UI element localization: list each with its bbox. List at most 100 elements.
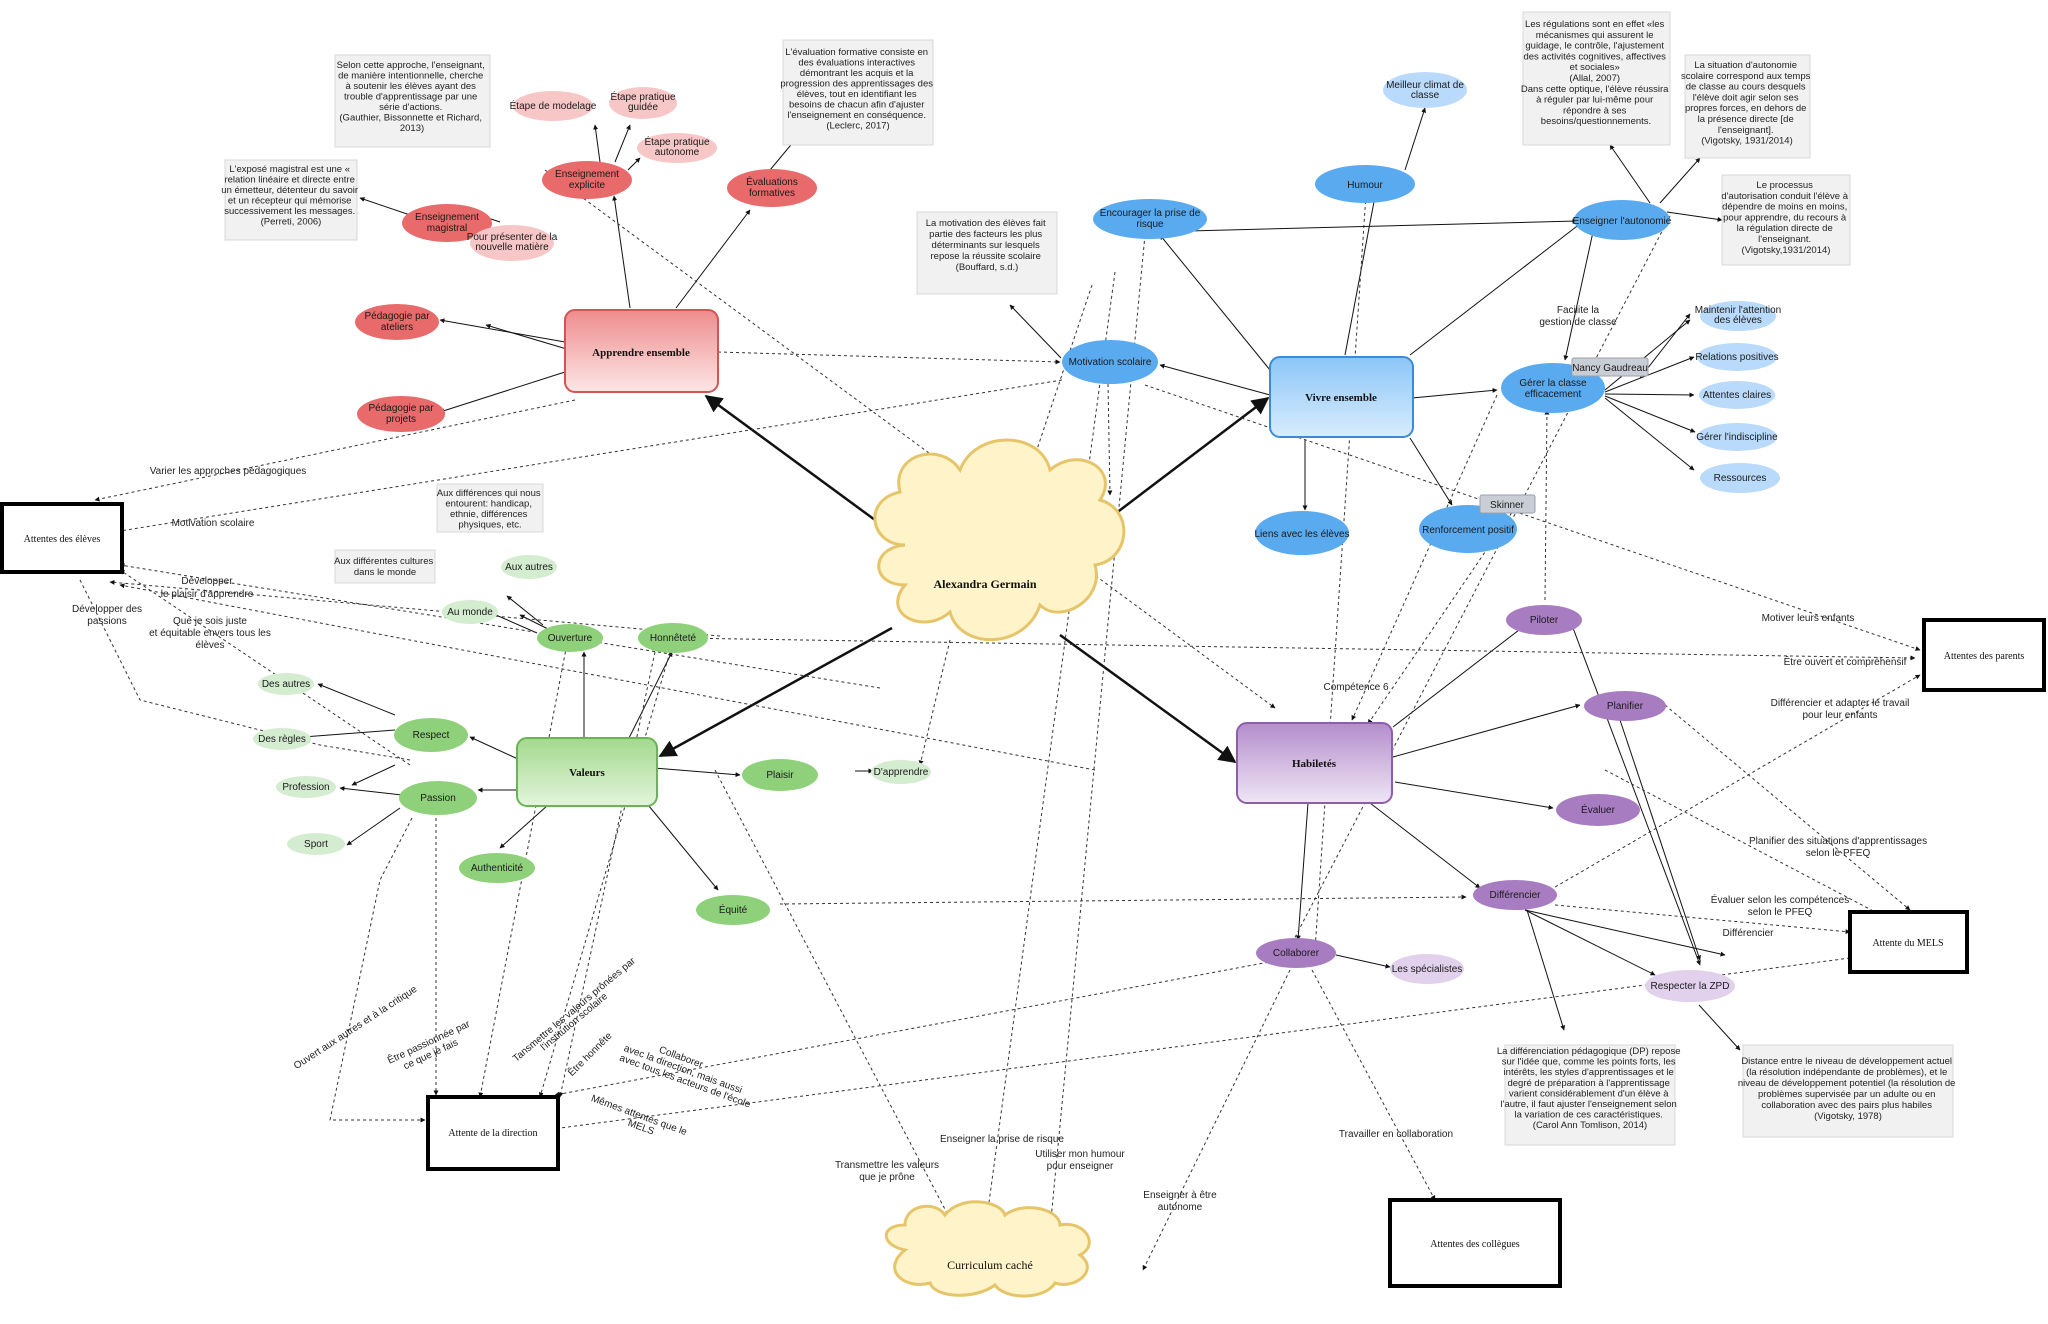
svg-text:Passion: Passion: [420, 793, 456, 804]
center-label: Alexandra Germain: [934, 577, 1037, 591]
note-gauthier: Selon cette approche, l'enseignant, de m…: [334, 54, 491, 148]
svg-text:Skinner: Skinner: [1490, 500, 1525, 511]
node-dapprendre: D'apprendre: [871, 760, 931, 784]
expectation-eleves[interactable]: Attentes des élèves: [0, 502, 124, 574]
svg-text:Habiletés: Habiletés: [1292, 758, 1337, 770]
svg-text:La motivation des élèves fait: La motivation des élèves fait partie des…: [926, 218, 1049, 273]
svg-text:Attentes claires: Attentes claires: [1703, 390, 1771, 401]
svg-text:La différenciation pédagogique: La différenciation pédagogique (DP) repo…: [1497, 1046, 1683, 1131]
node-aux-autres: Aux autres: [501, 555, 557, 579]
node-collaborer: Collaborer: [1256, 938, 1336, 968]
edge-label-transmettre-1: Transmettre les valeurs: [835, 1160, 939, 1171]
node-ouverture: Ouverture: [537, 624, 603, 652]
node-relations: Relations positives: [1695, 343, 1779, 371]
edge-label-adapter-2: pour leur enfants: [1802, 710, 1877, 721]
edge-labels: Varier les approches pédagogiques Motiva…: [72, 305, 1927, 1213]
edge-label-developper-plaisir-1: Développer: [181, 576, 233, 587]
tag-nancy[interactable]: Nancy Gaudreau: [1571, 357, 1649, 377]
node-evaluer: Évaluer: [1556, 794, 1640, 826]
svg-text:Valeurs: Valeurs: [569, 767, 605, 779]
svg-text:Selon cette approche, l'enseig: Selon cette approche, l'enseignant, de m…: [337, 60, 488, 134]
svg-text:Humour: Humour: [1347, 180, 1383, 191]
svg-text:Aux différentes cultures: Aux différentes cultures dans le monde: [334, 556, 436, 578]
svg-text:D'apprendre: D'apprendre: [874, 767, 929, 778]
svg-text:Renforcement positif: Renforcement positif: [1422, 525, 1514, 536]
svg-text:Enseigner l'autonomie: Enseigner l'autonomie: [1573, 216, 1672, 227]
svg-text:L'exposé magistral est une «: L'exposé magistral est une « relation li…: [221, 164, 360, 228]
svg-text:Vivre ensemble: Vivre ensemble: [1305, 392, 1377, 404]
tag-skinner[interactable]: Skinner: [1479, 494, 1536, 514]
expectation-parents[interactable]: Attentes des parents: [1922, 618, 2046, 692]
center-cloud[interactable]: Alexandra Germain: [873, 438, 1126, 642]
svg-text:Les spécialistes: Les spécialistes: [1392, 964, 1463, 975]
svg-text:Motivation scolaire: Motivation scolaire: [1069, 357, 1152, 368]
svg-text:Profession: Profession: [282, 782, 329, 793]
expectation-mels[interactable]: Attente du MELS: [1848, 910, 1969, 974]
edge-label-adapter-1: Différencier et adapter le travail: [1771, 698, 1910, 709]
svg-text:Évaluer: Évaluer: [1581, 803, 1616, 816]
hidden-curriculum-label: Curriculum caché: [947, 1258, 1033, 1272]
svg-text:Planifier: Planifier: [1607, 701, 1644, 712]
hub-apprendre[interactable]: Apprendre ensemble: [564, 309, 719, 393]
node-attentes-claires: Attentes claires: [1699, 381, 1775, 409]
svg-text:Attente de la direction: Attente de la direction: [448, 1128, 537, 1139]
svg-text:Piloter: Piloter: [1530, 615, 1559, 626]
edge-label-etre-honnete: Être honnête: [565, 1029, 615, 1079]
node-des-autres: Des autres: [258, 673, 314, 695]
node-autonomie: Enseigner l'autonomie: [1573, 200, 1672, 240]
note-vigotsky-1: La situation d'autonomie scolaire corres…: [1681, 54, 1811, 159]
notes: Selon cette approche, l'enseignant, de m…: [221, 11, 1958, 1146]
svg-text:Distance entre le niveau de dé: Distance entre le niveau de développemen…: [1738, 1056, 1958, 1122]
node-profession: Profession: [276, 776, 336, 798]
svg-text:Honnêteté: Honnêteté: [650, 633, 697, 644]
node-honnetete: Honnêteté: [638, 623, 708, 653]
svg-text:Authenticité: Authenticité: [471, 863, 524, 874]
edge-label-facilite-1: Facilite la: [1557, 305, 1600, 316]
svg-text:Liens avec les élèves: Liens avec les élèves: [1254, 529, 1349, 540]
edge-label-passions-2: passions: [87, 616, 126, 627]
note-tomlinson: La différenciation pédagogique (DP) repo…: [1497, 1044, 1683, 1146]
node-etape-modelage: Étape de modelage: [510, 91, 597, 121]
hub-valeurs[interactable]: Valeurs: [516, 737, 658, 807]
edge-label-competence: Compétence 6: [1323, 682, 1388, 693]
svg-text:Respect: Respect: [413, 730, 450, 741]
hub-vivre[interactable]: Vivre ensemble: [1269, 356, 1414, 438]
hidden-curriculum-cloud[interactable]: Curriculum caché: [884, 1200, 1091, 1298]
hub-habiletes[interactable]: Habiletés: [1236, 722, 1393, 804]
expectation-direction[interactable]: Attente de la direction: [426, 1095, 560, 1171]
svg-text:L'évaluation formative consist: L'évaluation formative consiste en des é…: [780, 47, 935, 132]
node-renforcement: Renforcement positif: [1419, 505, 1517, 553]
note-vigotsky-2: Le processus d'autorisation conduit l'él…: [1721, 174, 1851, 266]
node-liens: Liens avec les élèves: [1254, 511, 1350, 555]
svg-text:Relations positives: Relations positives: [1695, 352, 1778, 363]
node-differencier: Différencier: [1473, 880, 1557, 910]
svg-text:Les régulations sont en effet: Les régulations sont en effet «les mécan…: [1521, 19, 1671, 127]
expectation-collegues[interactable]: Attentes des collègues: [1388, 1198, 1562, 1288]
edge-label-developper-plaisir-2: le plaisir d'apprendre: [161, 589, 254, 600]
node-piloter: Piloter: [1506, 605, 1582, 635]
node-passion: Passion: [399, 781, 477, 815]
node-specialistes: Les spécialistes: [1390, 954, 1464, 984]
svg-text:Nancy Gaudreau: Nancy Gaudreau: [1572, 363, 1648, 374]
solid-edges: [302, 107, 1741, 1051]
svg-text:Attente du MELS: Attente du MELS: [1872, 938, 1943, 949]
edge-label-evaluer-1: Évaluer selon les compétences: [1711, 893, 1849, 906]
edge-label-ouvert: Être ouvert et compréhensif: [1784, 655, 1907, 668]
svg-text:Différencier: Différencier: [1490, 890, 1542, 901]
